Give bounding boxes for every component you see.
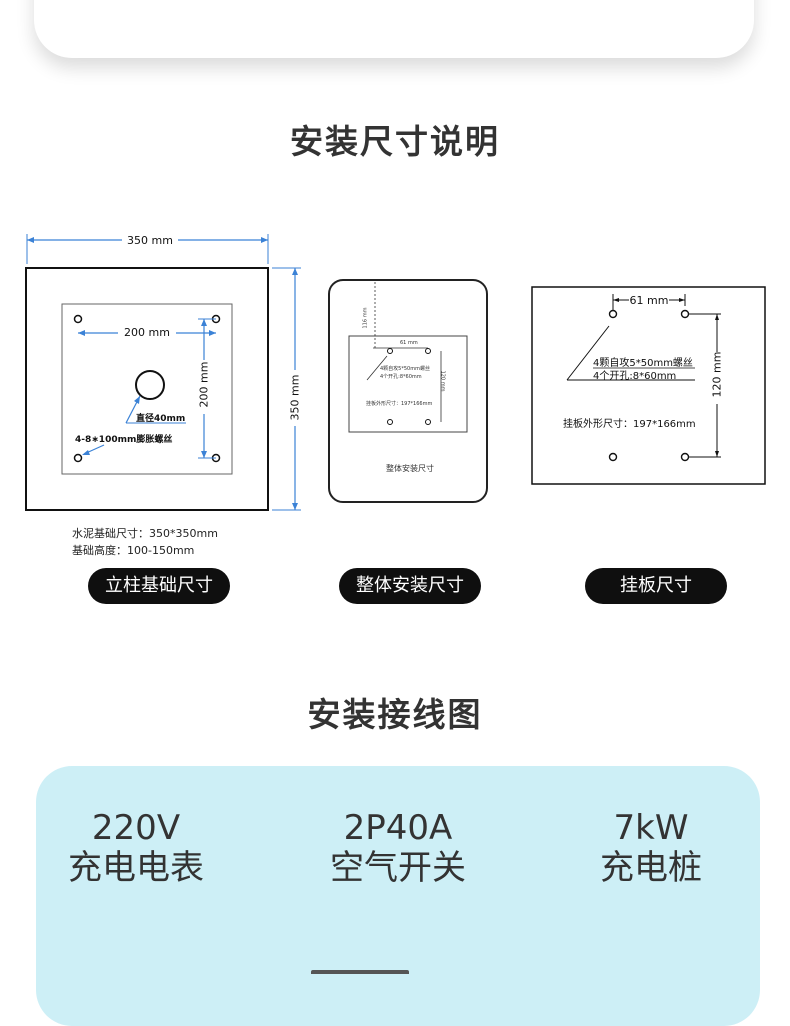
top-card: [34, 0, 754, 58]
foundation-width-label: 350 mm: [127, 234, 173, 247]
plate-hole-label: 4个开孔:8*60mm: [593, 371, 677, 382]
overall-install-diagram: [328, 279, 488, 503]
meter-name: 充电电表: [68, 848, 204, 888]
wiring-card: [36, 766, 760, 1026]
overall-inner-spacing-label: 61 mm: [400, 340, 418, 346]
foundation-diagram: [25, 232, 303, 511]
bolt-height-label: 200 mm: [197, 361, 211, 408]
overall-inner-plate-label: 挂板外形尺寸：197*166mm: [366, 401, 433, 407]
mounting-plate-diagram: [531, 286, 766, 485]
plate-height-label: 120 mm: [710, 351, 724, 398]
foundation-height-label: 350 mm: [288, 374, 302, 421]
wiring-item-charger: 7kW 充电桩: [561, 808, 741, 888]
bolt-width-label: 200 mm: [124, 326, 170, 339]
wiring-device-edge: [311, 970, 409, 974]
overall-inner-side-label: 120 mm: [439, 370, 446, 392]
bolt-spec-label: 4-8∗100mm膨胀螺丝: [75, 435, 173, 445]
breaker-value: 2P40A: [343, 808, 453, 848]
overall-inner-hole-label: 4个开孔:8*60mm: [380, 374, 422, 380]
plate-size-label: 挂板外形尺寸：197*166mm: [563, 419, 696, 430]
foundation-size-pill: 立柱基础尺寸: [88, 568, 230, 604]
plate-screw-label: 4颗自攻5*50mm螺丝: [593, 358, 693, 369]
charger-name: 充电桩: [600, 848, 702, 888]
meter-value: 220V: [91, 808, 181, 848]
foundation-note-size: 水泥基础尺寸：350*350mm: [72, 527, 218, 540]
overall-inner-top-label: 116 mm: [362, 307, 369, 329]
wiring-item-breaker: 2P40A 空气开关: [308, 808, 488, 888]
overall-size-pill: 整体安装尺寸: [339, 568, 481, 604]
breaker-name: 空气开关: [330, 848, 466, 888]
foundation-note-height: 基础高度：100-150mm: [72, 544, 195, 557]
charger-value: 7kW: [613, 808, 689, 848]
install-section-title: 安装尺寸说明: [290, 122, 500, 161]
center-hole-label: 直径40mm: [136, 414, 186, 424]
plate-spacing-label: 61 mm: [629, 294, 669, 307]
plate-size-pill: 挂板尺寸: [585, 568, 727, 604]
overall-caption: 整体安装尺寸: [386, 464, 434, 473]
wiring-section-title: 安装接线图: [307, 695, 483, 734]
overall-inner-screw-label: 4颗自攻5*50mm螺丝: [380, 366, 430, 372]
wiring-item-meter: 220V 充电电表: [46, 808, 226, 888]
